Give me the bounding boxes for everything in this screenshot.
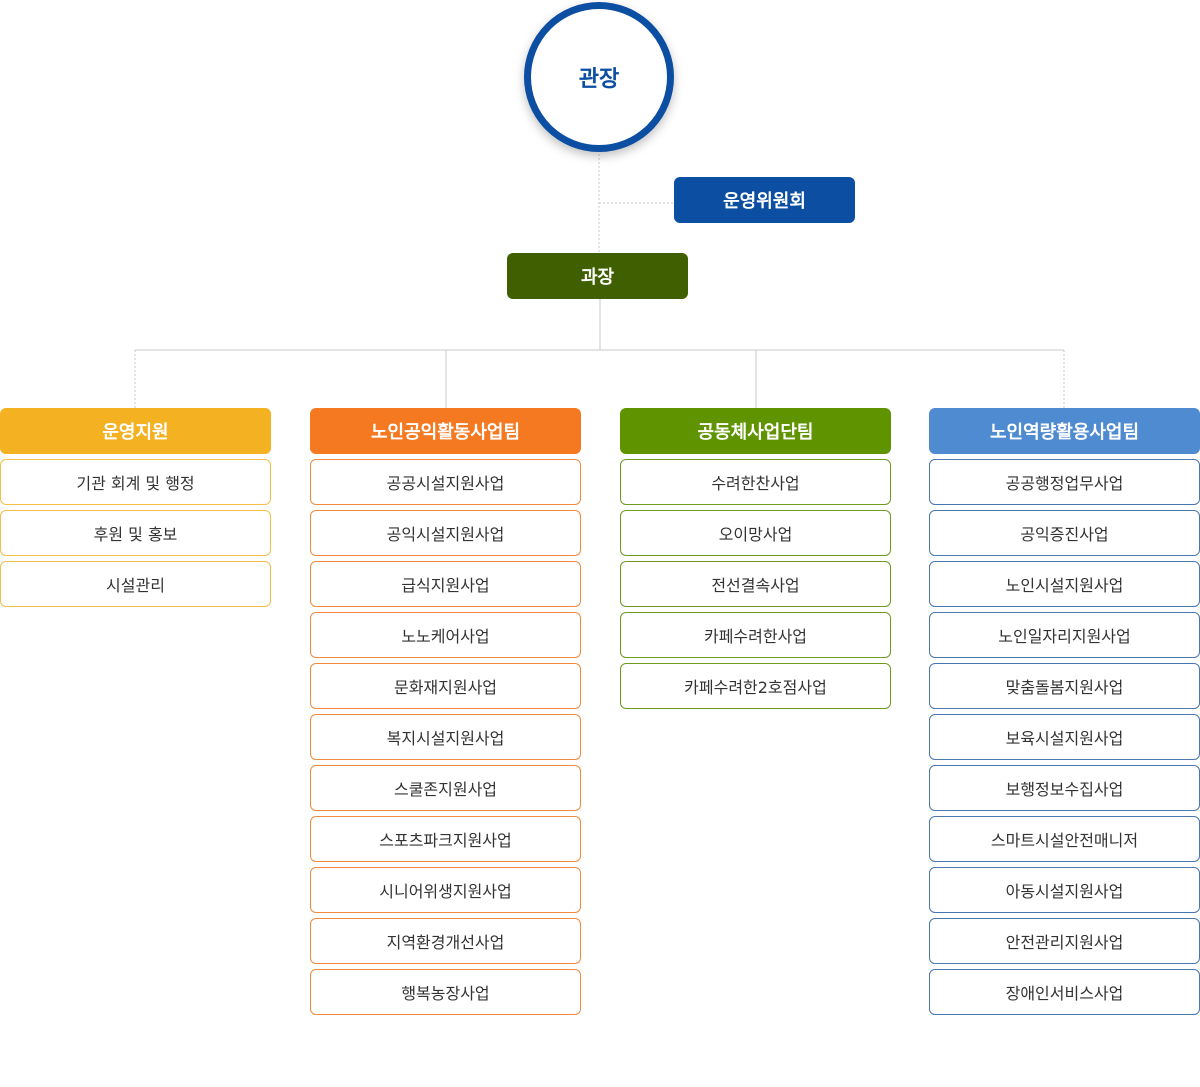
team-header: 공동체사업단팀 [620, 408, 891, 454]
team-item: 스포츠파크지원사업 [310, 816, 581, 862]
team-item: 후원 및 홍보 [0, 510, 271, 556]
director-label: 관장 [578, 67, 620, 92]
team-item: 오이망사업 [620, 510, 891, 556]
director-node: 관장 [524, 2, 674, 152]
team-item: 노노케어사업 [310, 612, 581, 658]
team-header: 노인역량활용사업팀 [929, 408, 1200, 454]
team-item: 맞춤돌봄지원사업 [929, 663, 1200, 709]
team-item: 공익증진사업 [929, 510, 1200, 556]
team-item: 장애인서비스사업 [929, 969, 1200, 1015]
team-item: 지역환경개선사업 [310, 918, 581, 964]
team-header: 노인공익활동사업팀 [310, 408, 581, 454]
team-item: 보육시설지원사업 [929, 714, 1200, 760]
team-item: 보행정보수집사업 [929, 765, 1200, 811]
team-item: 급식지원사업 [310, 561, 581, 607]
team-item: 전선결속사업 [620, 561, 891, 607]
team-item: 카페수려한2호점사업 [620, 663, 891, 709]
committee-node: 운영위원회 [674, 177, 855, 223]
team-item: 노인시설지원사업 [929, 561, 1200, 607]
team-item: 시니어위생지원사업 [310, 867, 581, 913]
team-item: 복지시설지원사업 [310, 714, 581, 760]
team-item: 아동시설지원사업 [929, 867, 1200, 913]
team-item: 공공행정업무사업 [929, 459, 1200, 505]
team-item: 시설관리 [0, 561, 271, 607]
team-item: 기관 회계 및 행정 [0, 459, 271, 505]
team-item: 수려한찬사업 [620, 459, 891, 505]
team-item: 공공시설지원사업 [310, 459, 581, 505]
team-item: 스쿨존지원사업 [310, 765, 581, 811]
team-item: 카페수려한사업 [620, 612, 891, 658]
team-item: 스마트시설안전매니저 [929, 816, 1200, 862]
manager-node: 과장 [507, 253, 688, 299]
team-item: 문화재지원사업 [310, 663, 581, 709]
team-item: 행복농장사업 [310, 969, 581, 1015]
team-header: 운영지원 [0, 408, 271, 454]
team-item: 노인일자리지원사업 [929, 612, 1200, 658]
team-item: 공익시설지원사업 [310, 510, 581, 556]
team-item: 안전관리지원사업 [929, 918, 1200, 964]
